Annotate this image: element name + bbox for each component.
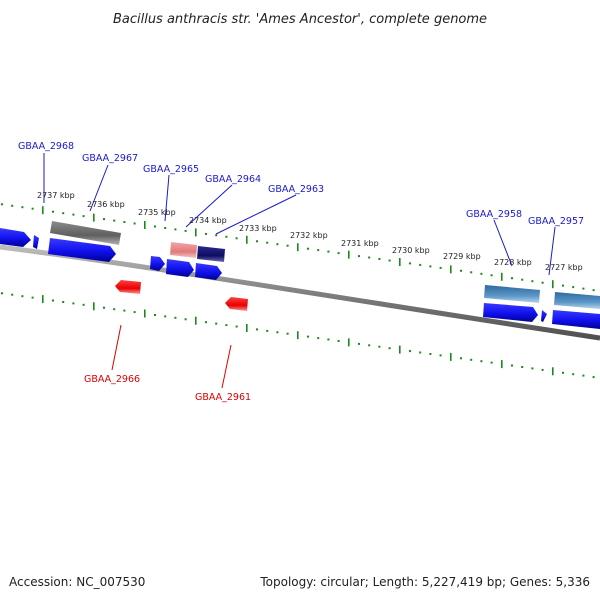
gene-steel[interactable]: [484, 285, 540, 303]
kbp-label: 2729 kbp: [443, 252, 481, 261]
genome-summary-text: Topology: circular; Length: 5,227,419 bp…: [259, 575, 590, 589]
kbp-label: 2735 kbp: [138, 208, 176, 217]
accession-text: Accession: NC_007530: [9, 575, 145, 589]
gene-label-gbaa-2964[interactable]: GBAA_2964: [205, 174, 261, 185]
gene-label-gbaa-2968[interactable]: GBAA_2968: [18, 141, 74, 152]
kbp-label: 2730 kbp: [392, 246, 430, 255]
leader-line: [89, 164, 109, 212]
reverse-gene-arrow[interactable]: [225, 297, 248, 311]
gene-labels: GBAA_2968 GBAA_2967 GBAA_2965 GBAA_2964 …: [18, 141, 584, 403]
kbp-label: 2727 kbp: [545, 263, 583, 272]
gene-label-gbaa-2958[interactable]: GBAA_2958: [466, 209, 522, 220]
leader-line: [185, 184, 233, 228]
kbp-label: 2737 kbp: [37, 191, 75, 200]
gene-label-gbaa-2961[interactable]: GBAA_2961: [195, 392, 251, 403]
gene-label-gbaa-2967[interactable]: GBAA_2967: [82, 153, 138, 164]
map-title: Bacillus anthracis str. 'Ames Ancestor',…: [113, 12, 487, 27]
leader-line: [221, 344, 232, 389]
gene-steel[interactable]: [554, 292, 600, 309]
forward-gene-arrow[interactable]: [33, 235, 39, 249]
forward-gene-arrow[interactable]: [483, 303, 538, 322]
gene-navy[interactable]: [197, 246, 225, 262]
kbp-label: 2732 kbp: [290, 231, 328, 240]
forward-gene-arrow[interactable]: [48, 238, 116, 262]
leader-line: [215, 194, 297, 235]
outer-feature-lane: [50, 221, 600, 309]
leader-line: [548, 226, 556, 276]
label-leaders: [43, 153, 556, 389]
gene-pink[interactable]: [170, 242, 197, 258]
leader-line: [111, 324, 122, 371]
leader-line: [164, 174, 170, 222]
leader-line: [493, 219, 513, 267]
forward-gene-arrow[interactable]: [150, 256, 165, 271]
kbp-label: 2731 kbp: [341, 239, 379, 248]
forward-gene-arrow[interactable]: [552, 310, 600, 329]
gene-label-gbaa-2965[interactable]: GBAA_2965: [143, 164, 199, 175]
kbp-label: 2728 kbp: [494, 258, 532, 267]
reverse-strand-lane: [115, 280, 248, 311]
gene-label-gbaa-2963[interactable]: GBAA_2963: [268, 184, 324, 195]
inner-tick-ring: [1, 292, 595, 379]
forward-gene-arrow[interactable]: [0, 228, 31, 247]
forward-gene-arrow[interactable]: [195, 263, 222, 280]
reverse-gene-arrow[interactable]: [115, 280, 141, 294]
outer-tick-ring: [1, 203, 595, 292]
gene-label-gbaa-2966[interactable]: GBAA_2966: [84, 374, 140, 385]
kbp-label: 2733 kbp: [239, 224, 277, 233]
forward-gene-arrow[interactable]: [166, 259, 194, 277]
gene-gray[interactable]: [50, 221, 121, 245]
kbp-label: 2736 kbp: [87, 200, 125, 209]
kbp-tick-labels: 2737 kbp 2736 kbp 2735 kbp 2734 kbp 2733…: [37, 191, 583, 272]
forward-gene-arrow[interactable]: [541, 310, 547, 322]
kbp-label: 2734 kbp: [189, 216, 227, 225]
forward-strand-lane: [0, 228, 600, 329]
gene-label-gbaa-2957[interactable]: GBAA_2957: [528, 216, 584, 227]
